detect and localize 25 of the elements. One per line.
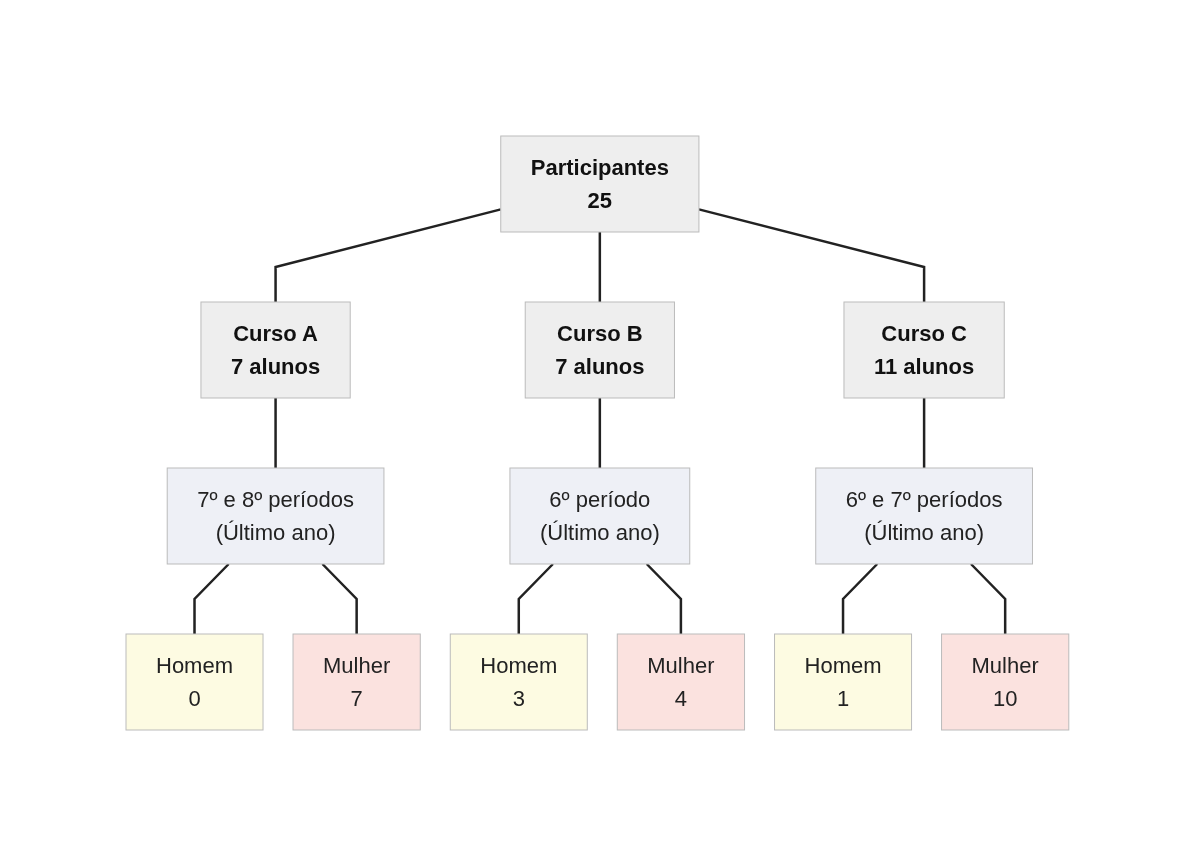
connector bbox=[274, 398, 277, 468]
connector bbox=[598, 232, 602, 302]
node-box: Mulher 10 bbox=[941, 633, 1070, 731]
node-box: Homem 1 bbox=[774, 633, 913, 731]
connector bbox=[274, 208, 502, 302]
connector bbox=[841, 563, 879, 634]
connector bbox=[321, 563, 358, 634]
node-box: Mulher 4 bbox=[616, 633, 746, 731]
connector bbox=[922, 398, 926, 468]
node-box: Mulher 7 bbox=[292, 633, 421, 731]
node-box: Participantes 25 bbox=[500, 135, 700, 233]
node-box: 7º e 8º períodos (Último ano) bbox=[166, 467, 385, 565]
connector bbox=[598, 398, 602, 468]
node-box: Homem 0 bbox=[125, 633, 264, 731]
node-box: 6º período (Último ano) bbox=[509, 467, 691, 565]
node-box: Homem 3 bbox=[449, 633, 588, 731]
node-box: Curso B 7 alunos bbox=[524, 301, 676, 399]
connector bbox=[193, 563, 230, 634]
connector bbox=[517, 563, 554, 634]
connector bbox=[970, 563, 1007, 634]
node-box: Curso C 11 alunos bbox=[843, 301, 1005, 399]
node-box: 6º e 7º períodos (Último ano) bbox=[815, 467, 1034, 565]
connector bbox=[698, 208, 926, 302]
node-box: Curso A 7 alunos bbox=[200, 301, 351, 399]
connector bbox=[645, 563, 683, 634]
